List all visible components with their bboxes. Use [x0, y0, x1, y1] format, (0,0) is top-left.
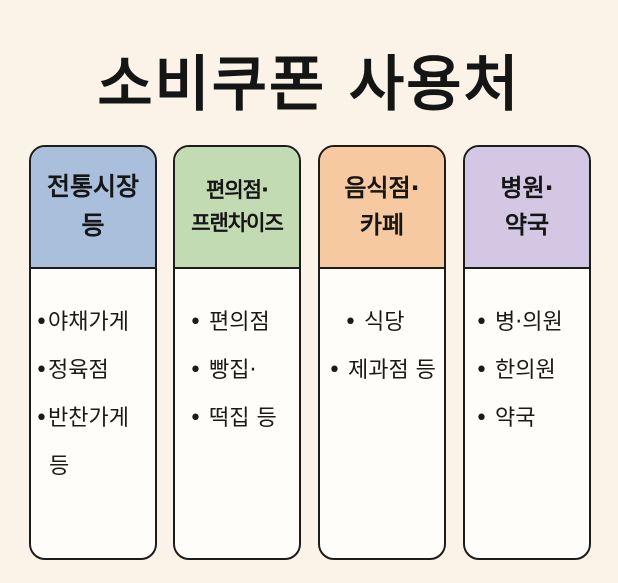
page-title: 소비쿠폰 사용처	[97, 50, 521, 120]
list-item: • 떡집 등	[189, 406, 277, 431]
column-header: 병원· 약국	[465, 147, 589, 269]
column-header: 음식점· 카페	[320, 147, 444, 269]
column-title-line1: 병원·	[500, 173, 554, 202]
column-title-line2: 등	[81, 211, 105, 240]
list-item: •반찬가게	[35, 406, 129, 431]
column-header: 전통시장 등	[31, 147, 155, 269]
list-item: 등	[49, 454, 70, 479]
list-item: • 한의원	[475, 358, 556, 383]
list-item: •정육점	[35, 358, 109, 383]
list-item: •야채가게	[35, 310, 129, 335]
column-title-line1: 전통시장	[46, 172, 139, 202]
column-traditional-market: 전통시장 등 •야채가게 •정육점 •반찬가게 등	[29, 145, 157, 560]
list-item: • 식당	[344, 310, 405, 335]
column-body: • 식당 • 제과점 등	[320, 269, 444, 395]
column-header: 편의점· 프랜차이즈	[175, 147, 299, 269]
column-title-line1: 편의점·	[206, 178, 269, 203]
column-body: • 편의점 • 빵집· • 떡집 등	[175, 269, 299, 443]
list-item: • 제과점 등	[328, 358, 436, 383]
column-hospital-pharmacy: 병원· 약국 • 병·의원 • 한의원 • 약국	[463, 145, 591, 560]
column-title-line2: 프랜차이즈	[191, 211, 284, 235]
column-restaurant-cafe: 음식점· 카페 • 식당 • 제과점 등	[318, 145, 446, 560]
list-item: • 약국	[475, 406, 536, 431]
list-item: • 병·의원	[475, 310, 563, 335]
list-item: • 편의점	[189, 310, 270, 335]
column-title-line1: 음식점·	[344, 173, 420, 202]
list-item: • 빵집·	[189, 358, 257, 383]
column-body: • 병·의원 • 한의원 • 약국	[465, 269, 589, 443]
column-convenience-franchise: 편의점· 프랜차이즈 • 편의점 • 빵집· • 떡집 등	[173, 145, 301, 560]
column-title-line2: 약국	[504, 211, 550, 239]
column-body: •야채가게 •정육점 •반찬가게 등	[31, 269, 155, 491]
column-title-line2: 카페	[359, 211, 405, 239]
